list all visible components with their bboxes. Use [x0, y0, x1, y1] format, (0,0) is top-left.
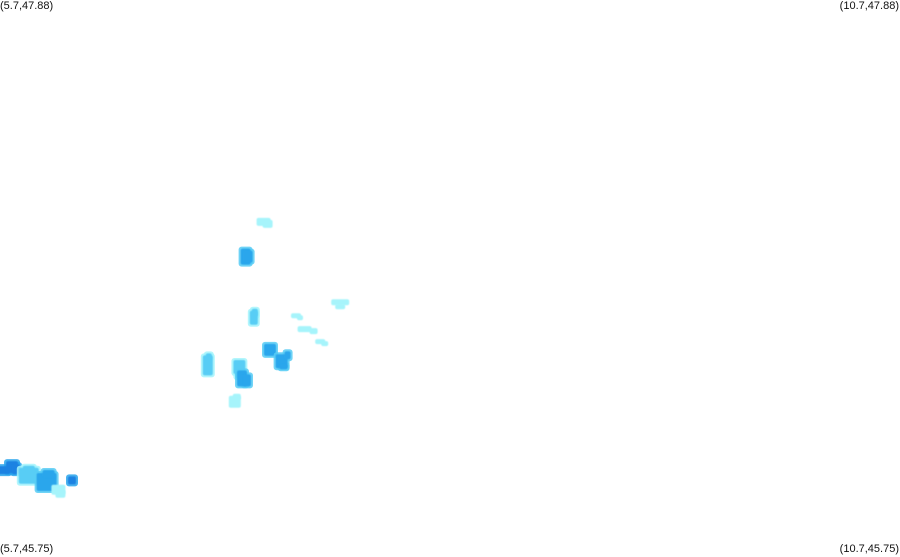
patch-mid-d: [331, 299, 350, 310]
patch-mid-c: [297, 326, 318, 335]
corner-label-bottom-right: (10.7,45.75): [839, 543, 899, 555]
patch-mid-b: [291, 313, 303, 321]
corner-label-bottom-left: (5.7,45.75): [0, 543, 54, 555]
corner-label-top-right: (10.7,47.88): [839, 0, 899, 12]
patch-layer: [0, 217, 350, 498]
patch-north-b: [238, 246, 255, 267]
patch-south-e: [66, 474, 78, 487]
patch-centre-f: [228, 393, 241, 408]
patch-south-d: [51, 484, 66, 498]
patch-south-a: [0, 459, 22, 477]
patch-mid-a: [247, 306, 260, 327]
patch-north-a: [256, 217, 273, 228]
patch-mid-e: [315, 339, 329, 347]
corner-label-top-left: (5.7,47.88): [0, 0, 54, 12]
patch-centre-e: [235, 368, 253, 389]
patch-centre-c: [200, 351, 215, 378]
patch-centre-b: [273, 349, 293, 372]
